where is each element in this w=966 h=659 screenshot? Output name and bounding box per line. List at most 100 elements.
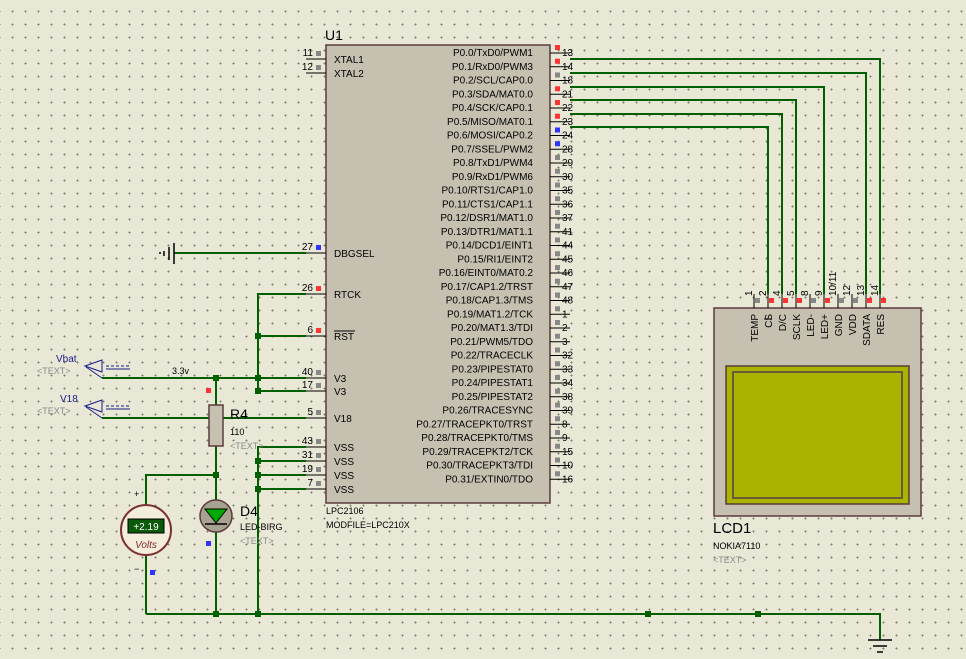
pin-state-marker: [555, 416, 560, 422]
u1-modfile-label: MODFILE=LPC210X: [326, 520, 410, 530]
vbat-terminal[interactable]: Vbat <TEXT>: [37, 354, 130, 379]
u1-body[interactable]: [325, 44, 551, 504]
junction-dot: [645, 611, 651, 617]
pin-number: 40: [302, 367, 314, 378]
pin-name: VSS: [334, 485, 354, 496]
d4-led[interactable]: D4 LED-BIRG <TEXT>: [199, 499, 283, 546]
pin-state-marker: [555, 182, 560, 188]
voltmeter[interactable]: +2.19 Volts + −: [120, 489, 172, 575]
vbat-label: Vbat: [56, 354, 77, 365]
wire-ground-rail: [146, 613, 881, 640]
u1-pin-p0-19[interactable]: 1P0.19/MAT1.2/TCK: [447, 306, 570, 320]
r4-pin-state: [206, 388, 211, 393]
pin-number: 8: [800, 290, 811, 296]
u1-pin-p0-28[interactable]: 9P0.28/TRACEPKT0/TMS: [421, 430, 570, 444]
r4-body[interactable]: [208, 404, 224, 447]
pin-name: V3: [334, 374, 347, 385]
u1-part-label: LPC2106: [326, 506, 364, 516]
pin-name: XTAL2: [334, 69, 364, 80]
pin-number: 1: [744, 290, 755, 296]
u1-pin-p0-21[interactable]: 3P0.21/PWM5/TDO: [450, 333, 570, 348]
pin-number: 2: [758, 290, 769, 296]
pin-name: VSS: [334, 457, 354, 468]
pin-state-marker: [555, 292, 560, 298]
pin-state-marker: [555, 443, 560, 449]
junction-dot: [213, 472, 219, 478]
pin-state-marker: [853, 298, 858, 303]
lcd1-pin-dc[interactable]: 4D/C: [772, 290, 789, 331]
pin-number: 27: [302, 242, 314, 253]
wire-p04-sclk: [570, 99, 797, 294]
lcd1-component[interactable]: 1TEMP2CS4D/C5SCLK8LED-9LED+10/11GND12VDD…: [713, 271, 922, 565]
u1-pin-p0-27[interactable]: 8P0.27/TRACEPKT0/TRST: [416, 416, 570, 430]
u1-pin-p0-31[interactable]: 16 P0.31/EXTIN0/TDO: [445, 471, 574, 485]
pin-number: 17: [302, 380, 314, 391]
pin-number: 16: [562, 474, 574, 485]
pin-name: P0.31/EXTIN0/TDO: [445, 474, 533, 485]
pin-state-marker: [555, 86, 560, 92]
v18-terminal[interactable]: V18 <TEXT>: [37, 394, 130, 419]
pin-name: P0.4/SCK/CAP0.1: [452, 103, 534, 114]
pin-name: P0.28/TRACEPKT0/TMS: [421, 433, 533, 444]
pin-name: P0.15/RI1/EINT2: [457, 254, 533, 265]
pin-state-marker: [783, 298, 788, 303]
pin-number: 39: [562, 406, 574, 417]
pin-state-marker: [555, 127, 560, 133]
u1-component[interactable]: U1 LPC2106 MODFILE=LPC210X 11XTAL112XTAL…: [302, 27, 574, 530]
pin-name: P0.25/PIPESTAT2: [452, 392, 534, 403]
pin-state-marker: [825, 298, 830, 303]
pin-state-marker: [811, 298, 816, 303]
voltmeter-reading: +2.19: [133, 522, 159, 533]
lcd1-pin-cs[interactable]: 2CS: [758, 290, 775, 328]
r4-resistor[interactable]: R4 110 <TEXT>: [206, 388, 264, 451]
u1-pin-p0-20[interactable]: 2P0.20/MAT1.3/TDI: [451, 320, 570, 334]
